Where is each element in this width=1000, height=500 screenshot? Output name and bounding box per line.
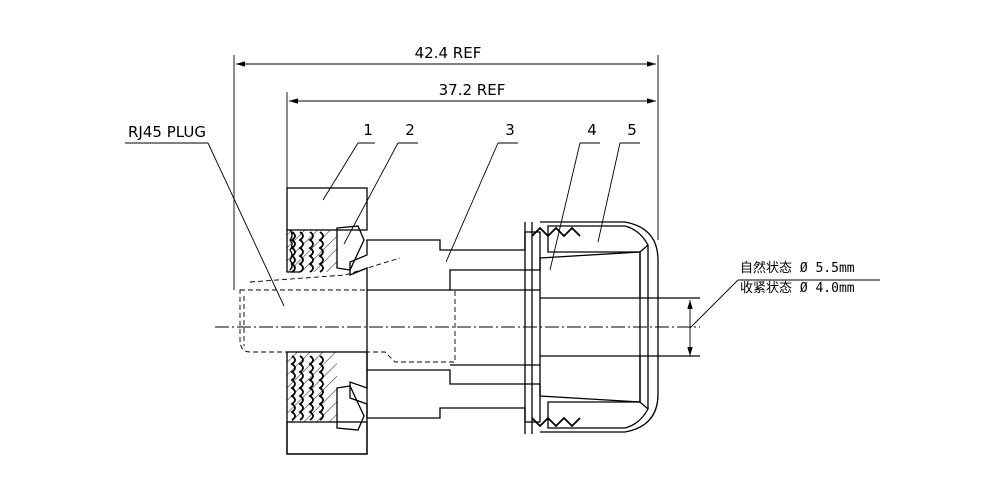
- diameter-note: 自然状态 Ø 5.5mm 收紧状态 Ø 4.0mm: [687, 260, 880, 356]
- clamped-state-note: 收紧状态 Ø 4.0mm: [740, 281, 855, 296]
- part-4-label: 4: [587, 121, 597, 139]
- part-2-label: 2: [405, 121, 415, 139]
- part-3-label: 3: [505, 121, 515, 139]
- part-5-label: 5: [627, 121, 637, 139]
- part-1-nut: [286, 187, 368, 455]
- inner-bore: [366, 289, 700, 370]
- dimension-body: 37.2 REF: [286, 81, 656, 190]
- open-state-note: 自然状态 Ø 5.5mm: [740, 260, 855, 276]
- plug-label: RJ45 PLUG: [128, 123, 206, 141]
- part-1-label: 1: [363, 121, 373, 139]
- callout-4: 4: [549, 121, 600, 271]
- callout-1: 1: [322, 121, 375, 201]
- overall-length-label: 42.4 REF: [415, 44, 482, 62]
- body-length-label: 37.2 REF: [439, 81, 506, 99]
- part-3-body: [349, 222, 581, 434]
- callout-5: 5: [597, 121, 640, 243]
- dimension-overall: 42.4 REF: [233, 44, 659, 290]
- rj45-plug: [239, 257, 456, 363]
- callout-2: 2: [343, 121, 418, 245]
- callout-plug: RJ45 PLUG: [125, 123, 285, 307]
- part-5-cap: [540, 221, 659, 433]
- callout-3: 3: [445, 121, 518, 263]
- part-2-seal: [336, 225, 365, 431]
